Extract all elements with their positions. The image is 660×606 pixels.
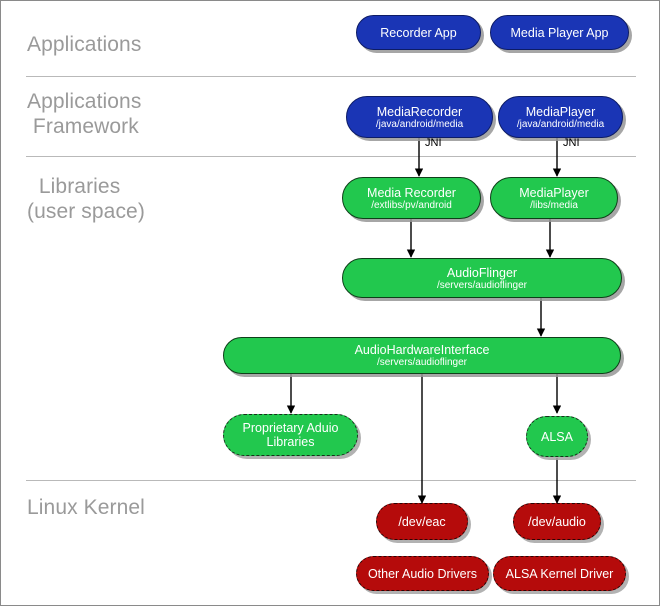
node-recorder-app[interactable]: Recorder App [356, 15, 481, 50]
separator-applications-framework [26, 156, 636, 157]
separator-libraries [26, 480, 636, 481]
layer-label-linux-kernel: Linux Kernel [27, 496, 145, 519]
node-dev-audio[interactable]: /dev/audio [513, 503, 601, 540]
layer-label-applications: Applications [27, 33, 142, 56]
layer-label-libraries: Libraries (user space) [27, 175, 145, 223]
node-title: Media Player App [510, 25, 609, 40]
node-media-recorder-framework[interactable]: MediaRecorder /java/android/media [346, 96, 493, 138]
node-subtitle: /java/android/media [375, 118, 464, 130]
node-title: ALSA Kernel Driver [505, 566, 614, 581]
node-title: AudioFlinger [446, 265, 518, 280]
node-proprietary-audio-libraries[interactable]: Proprietary Aduio Libraries [223, 414, 358, 456]
node-audio-hardware-interface[interactable]: AudioHardwareInterface /servers/audiofli… [223, 337, 621, 374]
node-title: MediaRecorder [376, 104, 463, 119]
node-other-audio-drivers[interactable]: Other Audio Drivers [356, 556, 489, 591]
node-alsa[interactable]: ALSA [526, 416, 588, 457]
node-media-player-framework[interactable]: MediaPlayer /java/android/media [498, 96, 623, 138]
node-media-player-app[interactable]: Media Player App [490, 15, 629, 50]
node-title: Other Audio Drivers [367, 566, 478, 581]
node-media-recorder-lib[interactable]: Media Recorder /extlibs/pv/android [342, 177, 481, 219]
node-subtitle: /servers/audioflinger [436, 279, 528, 291]
node-alsa-kernel-driver[interactable]: ALSA Kernel Driver [493, 556, 626, 591]
node-subtitle: Libraries [266, 435, 315, 449]
node-audio-flinger[interactable]: AudioFlinger /servers/audioflinger [342, 258, 622, 298]
node-title: /dev/audio [528, 514, 586, 529]
node-title: /dev/eac [398, 514, 446, 529]
node-subtitle: /java/android/media [516, 118, 605, 130]
edge-label-jni-player: JNI [563, 137, 580, 149]
node-title: MediaPlayer [519, 185, 589, 200]
node-title: AudioHardwareInterface [354, 343, 490, 357]
node-subtitle: /servers/audioflinger [376, 357, 468, 368]
node-title: MediaPlayer [525, 104, 596, 119]
layer-label-applications-framework: Applications Framework [27, 90, 142, 138]
node-media-player-lib[interactable]: MediaPlayer /libs/media [490, 177, 618, 219]
node-title: Media Recorder [367, 185, 456, 200]
node-dev-eac[interactable]: /dev/eac [376, 503, 468, 540]
node-subtitle: /libs/media [530, 199, 578, 211]
node-subtitle: /extlibs/pv/android [371, 199, 452, 211]
node-title: Proprietary Aduio [242, 421, 339, 435]
node-title: ALSA [541, 429, 573, 444]
edge-label-jni-recorder: JNI [425, 137, 442, 149]
separator-applications [26, 76, 636, 77]
node-title: Recorder App [380, 25, 457, 40]
